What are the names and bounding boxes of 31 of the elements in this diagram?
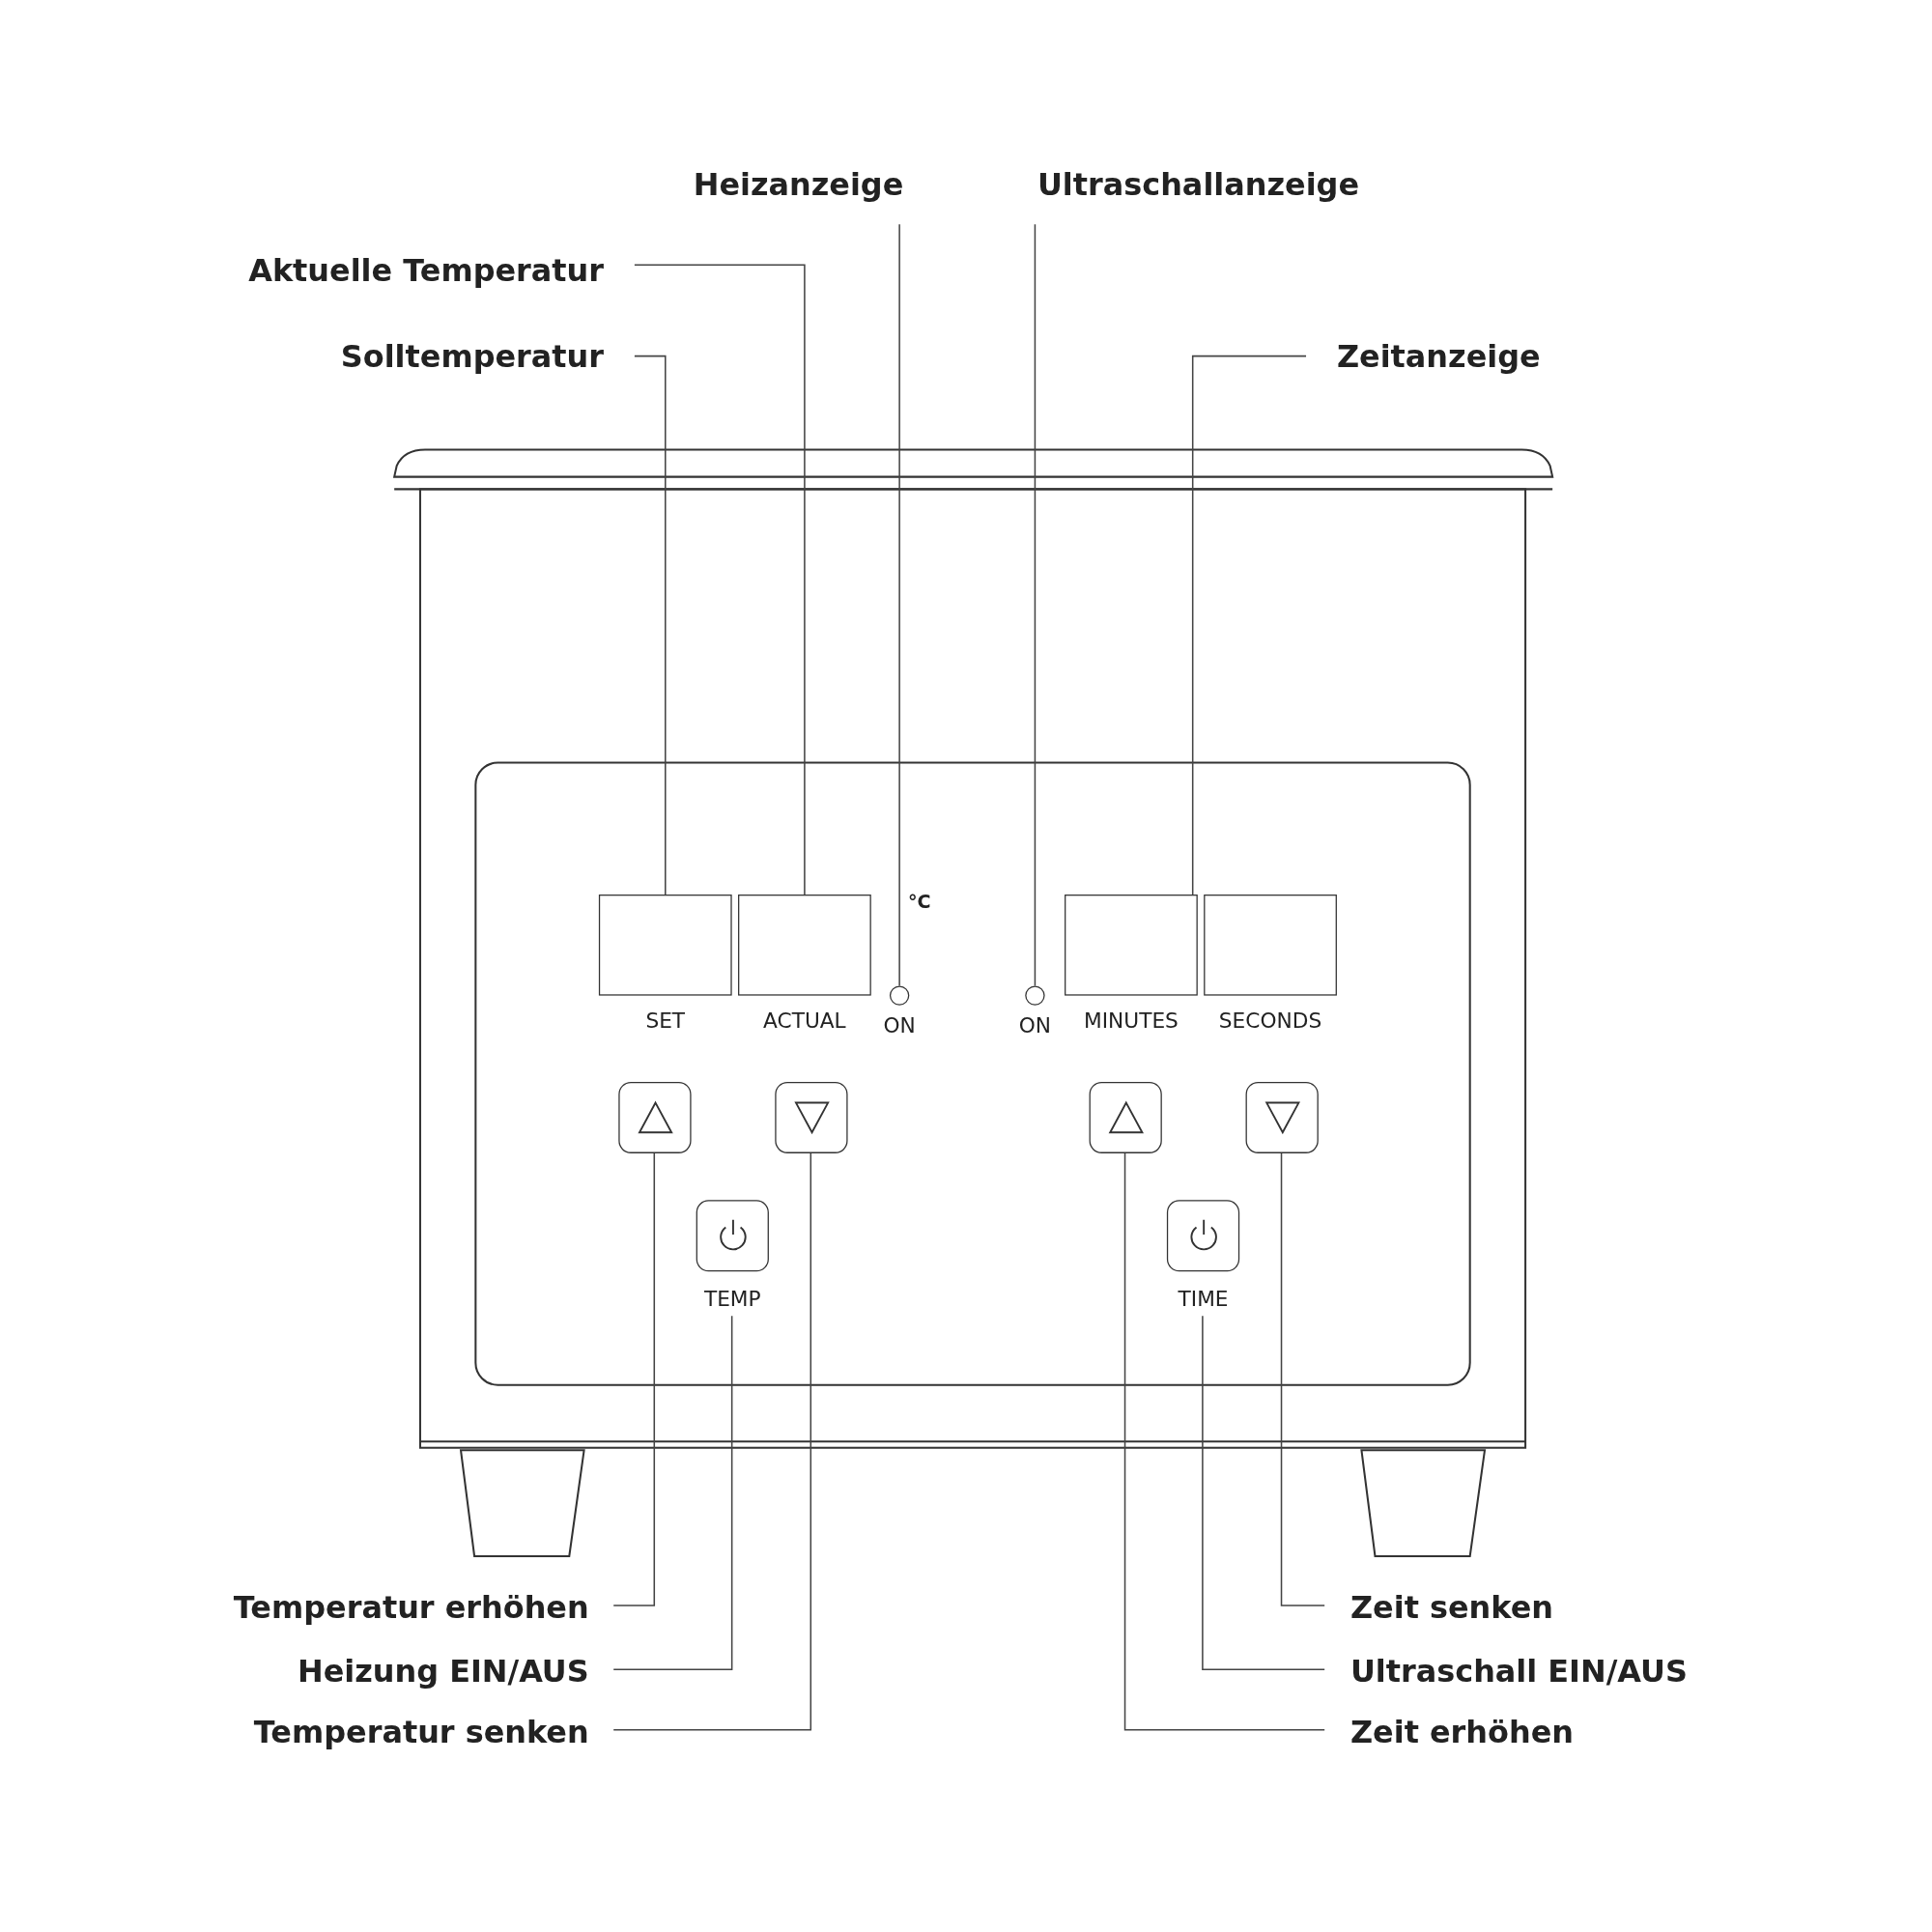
leader-line: [634, 355, 667, 895]
callout-label: Temperatur senken: [253, 1714, 589, 1751]
leader-line: [1123, 1152, 1325, 1731]
part-label: SET: [645, 1008, 686, 1033]
leader-line: [612, 1315, 733, 1671]
leader-line: [898, 223, 900, 987]
part-label: SECONDS: [1218, 1008, 1322, 1033]
leader-line: [1202, 1315, 1325, 1671]
part-label: ON: [1018, 1012, 1052, 1037]
leader-line: [1191, 355, 1307, 895]
part-label: TEMP: [703, 1286, 761, 1312]
callout-label: Ultraschall EIN/AUS: [1350, 1653, 1688, 1690]
callout-label: Zeit erhöhen: [1350, 1714, 1574, 1751]
callout-label: Zeitanzeige: [1336, 338, 1541, 377]
callout-label: Heizanzeige: [693, 166, 904, 204]
part-label: TIME: [1178, 1286, 1229, 1312]
part-label: ACTUAL: [763, 1008, 846, 1033]
leader-line: [1280, 1152, 1325, 1606]
part-label: ON: [883, 1012, 916, 1037]
callout-label: Temperatur erhöhen: [233, 1589, 589, 1627]
leader-line: [1034, 223, 1037, 987]
part-label: MINUTES: [1083, 1008, 1179, 1033]
leader-line: [612, 1152, 656, 1606]
unit-label: °C: [908, 890, 931, 915]
callout-label: Solltemperatur: [340, 338, 604, 377]
callout-label: Aktuelle Temperatur: [248, 252, 604, 290]
leader-line: [612, 1152, 812, 1731]
leader-line: [634, 264, 806, 895]
callout-label: Zeit senken: [1350, 1589, 1553, 1627]
callout-label: Heizung EIN/AUS: [298, 1653, 589, 1690]
callout-label: Ultraschallanzeige: [1037, 166, 1360, 204]
